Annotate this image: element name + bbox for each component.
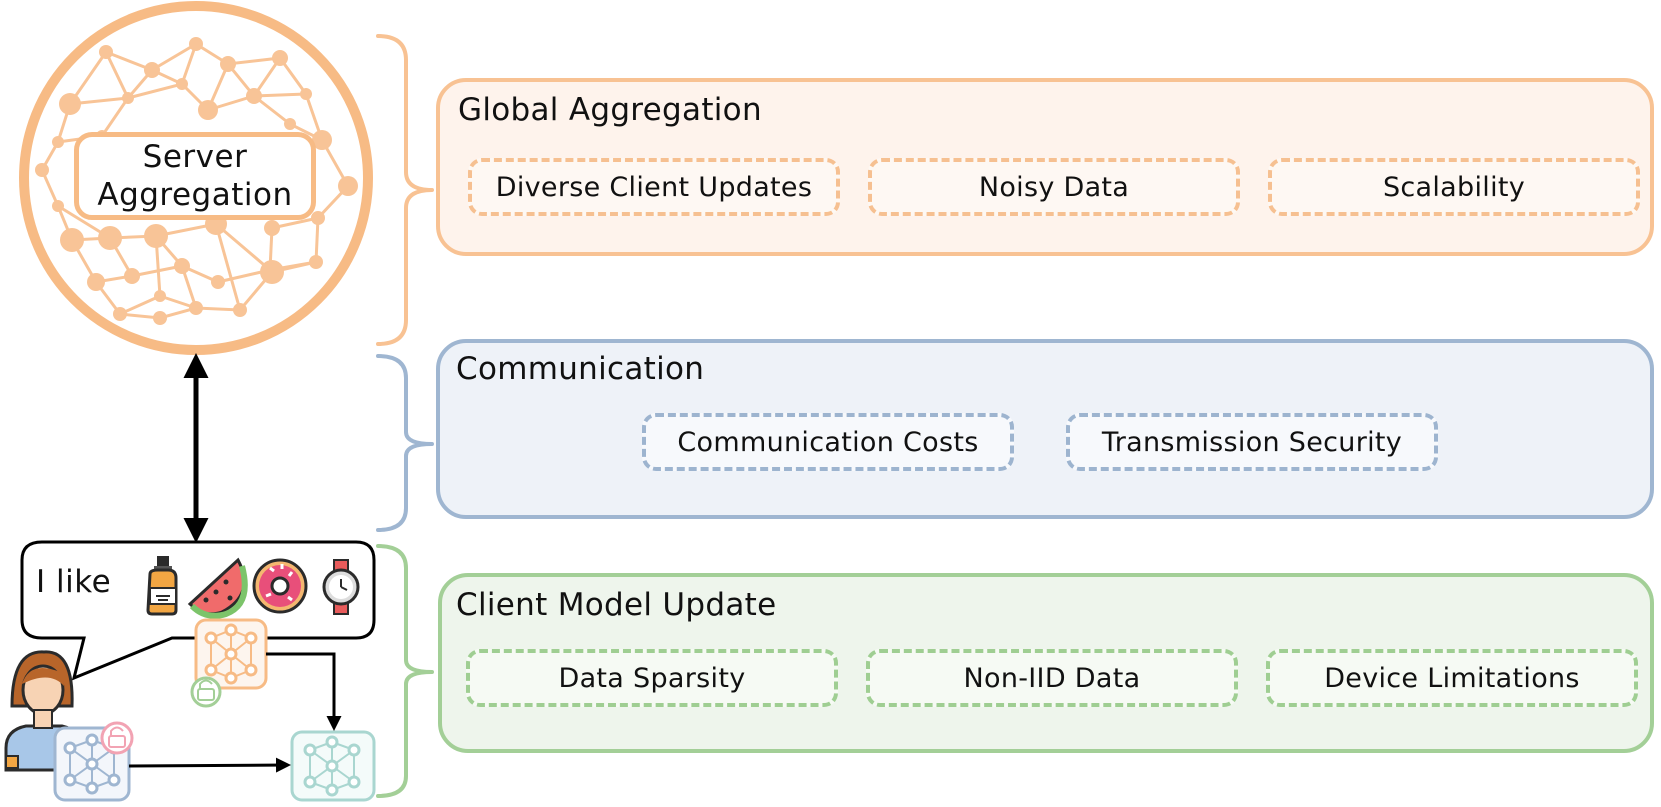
client-brace — [376, 544, 434, 798]
chip-transmission-security: Transmission Security — [1066, 413, 1438, 471]
wristwatch-icon — [322, 559, 360, 615]
chip-communication-costs: Communication Costs — [642, 413, 1014, 471]
updated-model-icon — [290, 730, 376, 802]
chip-non-iid-data: Non-IID Data — [866, 649, 1238, 707]
unlock-icon — [190, 676, 222, 708]
communication-panel: Communication Communication Costs Transm… — [436, 339, 1654, 519]
global-aggregation-panel: Global Aggregation Diverse Client Update… — [436, 78, 1654, 256]
server-aggregation-label: Server Aggregation — [74, 132, 316, 220]
chip-noisy-data: Noisy Data — [868, 158, 1240, 216]
panel-title-global: Global Aggregation — [458, 92, 762, 128]
global-brace — [376, 34, 434, 346]
lock-icon — [100, 721, 134, 755]
donut-icon — [252, 558, 308, 614]
communication-brace — [376, 354, 434, 532]
client-model-update-panel: Client Model Update Data Sparsity Non-II… — [438, 573, 1654, 753]
watermelon-icon — [187, 557, 248, 619]
global-model-icon — [194, 618, 268, 690]
server-label-line2: Aggregation — [97, 177, 293, 213]
server-label-line1: Server — [142, 139, 248, 175]
chip-data-sparsity: Data Sparsity — [466, 649, 838, 707]
panel-title-communication: Communication — [456, 351, 705, 387]
chip-diverse-client-updates: Diverse Client Updates — [468, 158, 840, 216]
whiskey-bottle-icon — [146, 556, 178, 616]
panel-title-client: Client Model Update — [456, 587, 777, 623]
global-to-updated-arrow — [266, 652, 342, 731]
local-to-updated-arrow — [128, 757, 291, 773]
chip-scalability: Scalability — [1268, 158, 1640, 216]
chip-device-limitations: Device Limitations — [1266, 649, 1638, 707]
speech-text: I like — [36, 564, 112, 600]
